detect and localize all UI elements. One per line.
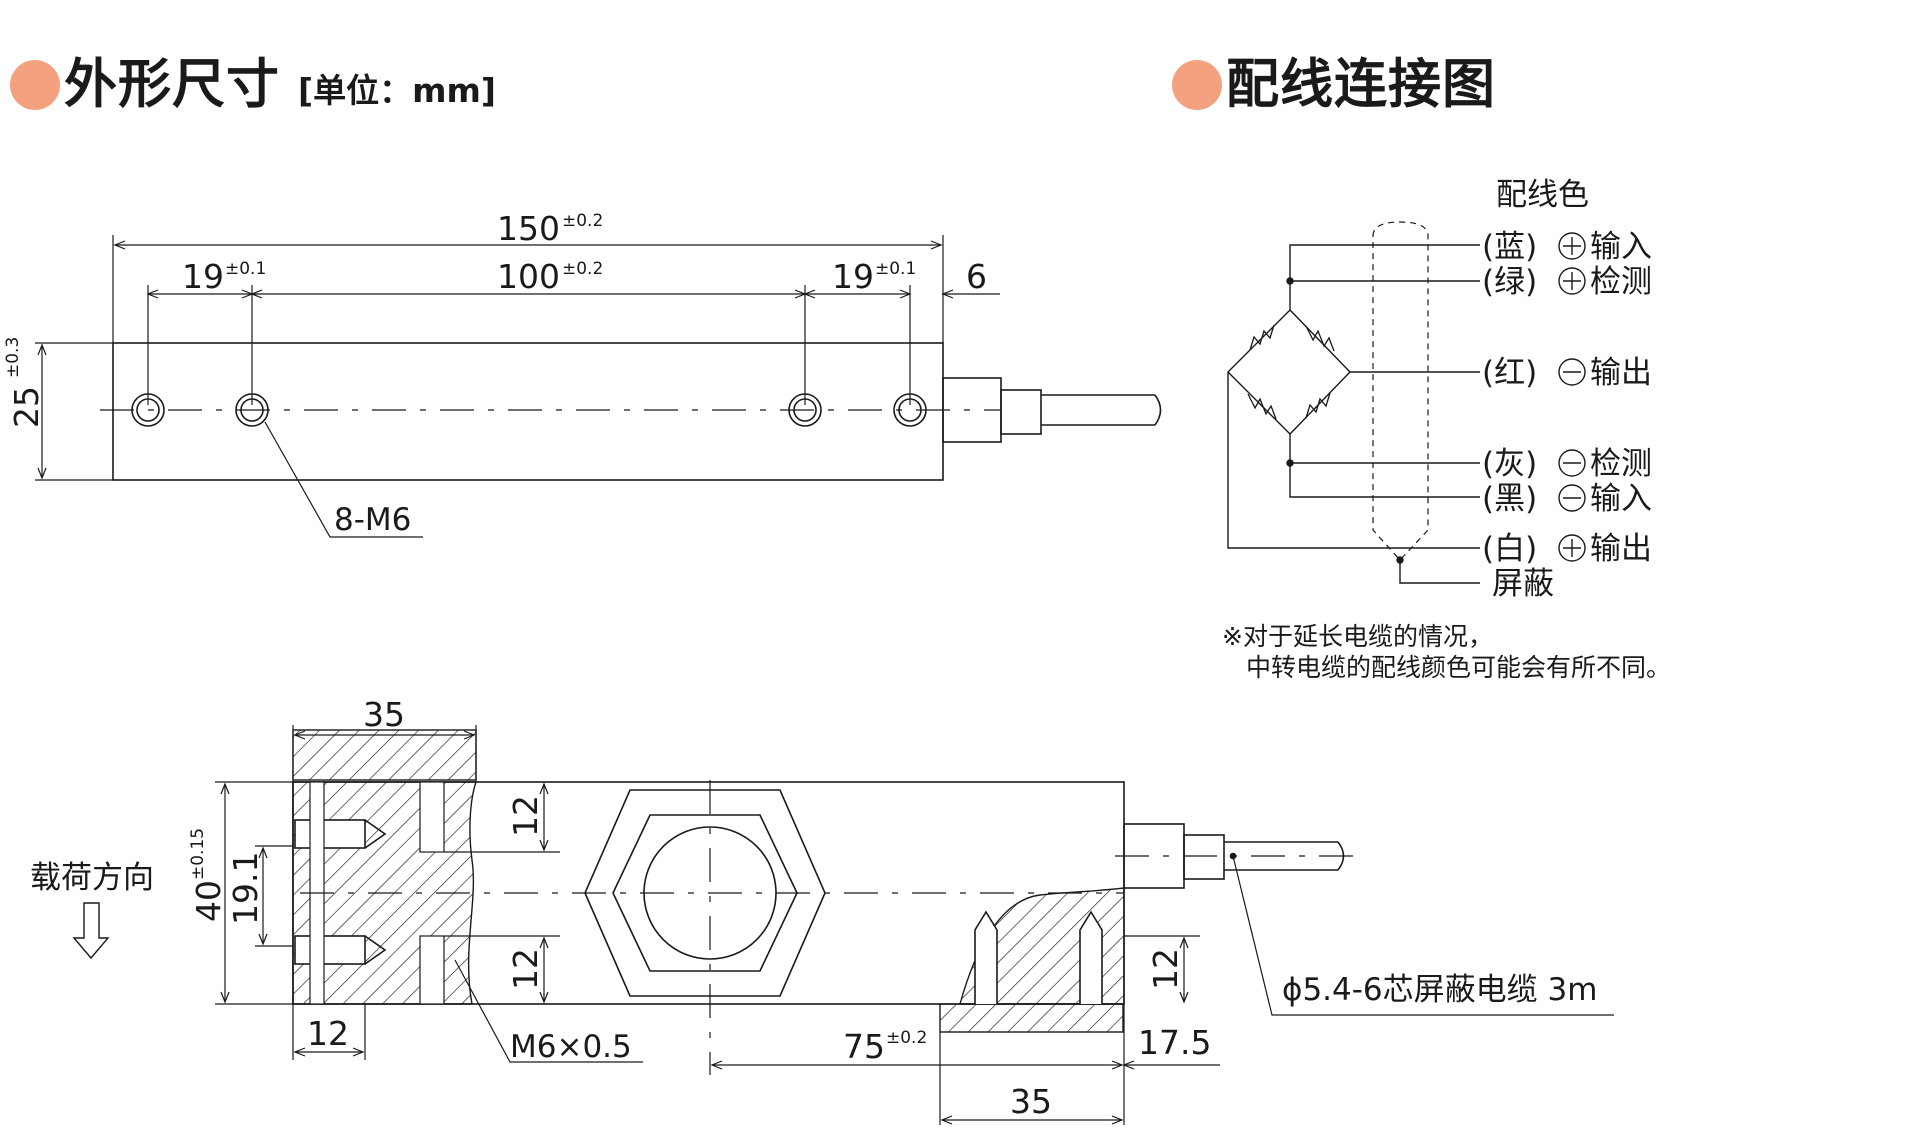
mounting-hole-3 <box>788 393 822 427</box>
end-gap: 6 <box>966 257 987 296</box>
right-thread-1 <box>974 910 998 1004</box>
thread-leader <box>454 959 643 1063</box>
wire-black-color: (黑) <box>1482 481 1537 517</box>
wire-red-color: (红) <box>1482 355 1537 391</box>
top-body-outline <box>112 342 944 481</box>
wire-white-name: 输出 <box>1590 531 1652 567</box>
bottom-left-width: 12 <box>307 1014 349 1053</box>
wire-black-name: 输入 <box>1590 481 1652 517</box>
cable-leader <box>1232 855 1614 1016</box>
lower-thread-depth: 12 <box>506 948 545 990</box>
wire-color-header: 配线色 <box>1496 177 1589 213</box>
top-height: 25 <box>7 386 46 428</box>
strain-gauge-bridge <box>1227 309 1351 435</box>
wire-red-name: 输出 <box>1590 355 1652 391</box>
end-length: 17.5 <box>1138 1023 1211 1062</box>
minus-circle-icon <box>1558 358 1586 386</box>
left-pitch: 19 <box>182 257 224 296</box>
thread-label: M6×0.5 <box>510 1029 632 1065</box>
dimensions-heading: 外形尺寸 [单位：mm] <box>10 42 496 118</box>
wiring-note-line2: 中转电缆的配线颜色可能会有所不同。 <box>1246 653 1671 682</box>
center-distance-tol: ±0.2 <box>886 1028 927 1048</box>
wiring-labels: 配线色 (蓝) 输入 (绿) 检测 (红) 输出 (灰) 检测 (黑) 输入 (… <box>1222 177 1671 682</box>
shield-label: 屏蔽 <box>1492 566 1554 602</box>
bottom-clamp-width: 35 <box>1010 1082 1052 1121</box>
wiring-title: 配线连接图 <box>1226 54 1496 115</box>
shield-outline <box>1372 221 1429 561</box>
mounting-hole-2 <box>235 393 269 427</box>
plus-circle-icon <box>1558 232 1586 260</box>
center-pitch-tol: ±0.2 <box>562 259 603 279</box>
right-pitch-tol: ±0.1 <box>875 259 916 279</box>
holes-leader <box>264 421 423 538</box>
resistor-3-icon <box>1247 393 1277 420</box>
clamp-width: 35 <box>363 695 405 734</box>
resistor-4-icon <box>1305 392 1331 419</box>
bullet-dot-icon <box>1172 60 1222 110</box>
bending-element-inner <box>612 814 798 972</box>
wire-blue-name: 输入 <box>1590 229 1652 265</box>
wire-blue-color: (蓝) <box>1482 229 1537 265</box>
side-height: 40 <box>189 880 228 922</box>
side-height-tol: ±0.15 <box>188 828 208 880</box>
minus-circle-icon <box>1558 449 1586 477</box>
resistor-1-icon <box>1249 324 1275 351</box>
top-clamp-section <box>292 729 477 781</box>
inner-height: 19.1 <box>226 852 265 925</box>
dimensions-title: 外形尺寸 <box>64 54 280 115</box>
center-distance: 75 <box>843 1027 885 1066</box>
overall-length: 150 <box>497 209 560 248</box>
wire-green-color: (绿) <box>1482 264 1537 300</box>
minus-circle-icon <box>1558 484 1586 512</box>
wire-green-name: 检测 <box>1590 264 1652 300</box>
upper-thread-depth: 12 <box>506 795 545 837</box>
overall-length-tol: ±0.2 <box>562 211 603 231</box>
top-view-labels: 150 ±0.2 19 ±0.1 100 ±0.2 19 ±0.1 6 25 ±… <box>3 209 987 538</box>
wiring-heading: 配线连接图 <box>1172 42 1496 118</box>
mounting-hole-1 <box>131 393 165 427</box>
side-view-labels: 35 40 ±0.15 19.1 12 12 12 12 M6×0.5 75 ±… <box>30 695 1597 1121</box>
mounting-hole-4 <box>893 393 927 427</box>
plus-circle-icon <box>1558 534 1586 562</box>
top-height-tol: ±0.3 <box>3 337 23 378</box>
wiring-note-line1: ※对于延长电缆的情况， <box>1222 622 1493 651</box>
center-pitch: 100 <box>497 257 560 296</box>
cable-label: ϕ5.4-6芯屏蔽电缆 3m <box>1282 972 1597 1008</box>
left-thread-upper <box>294 819 387 849</box>
left-pitch-tol: ±0.1 <box>225 259 266 279</box>
load-direction-arrow-icon <box>72 902 110 960</box>
wire-white-color: (白) <box>1482 531 1537 567</box>
resistor-2-icon <box>1305 325 1335 352</box>
bottom-clamp-section <box>939 1003 1124 1033</box>
wire-gray-color: (灰) <box>1482 446 1537 482</box>
right-thread-depth: 12 <box>1146 948 1185 990</box>
top-view <box>35 235 1162 538</box>
wire-gray-name: 检测 <box>1590 446 1652 482</box>
load-direction-label: 载荷方向 <box>30 860 154 896</box>
right-pitch: 19 <box>832 257 874 296</box>
right-thread-2 <box>1079 910 1103 1004</box>
bullet-dot-icon <box>10 60 60 110</box>
holes-label: 8-M6 <box>334 502 411 538</box>
left-thread-lower <box>294 935 387 965</box>
wiring-diagram <box>1227 221 1586 584</box>
dimensions-unit: [单位：mm] <box>298 71 496 110</box>
plus-circle-icon <box>1558 267 1586 295</box>
side-view <box>72 725 1614 1125</box>
